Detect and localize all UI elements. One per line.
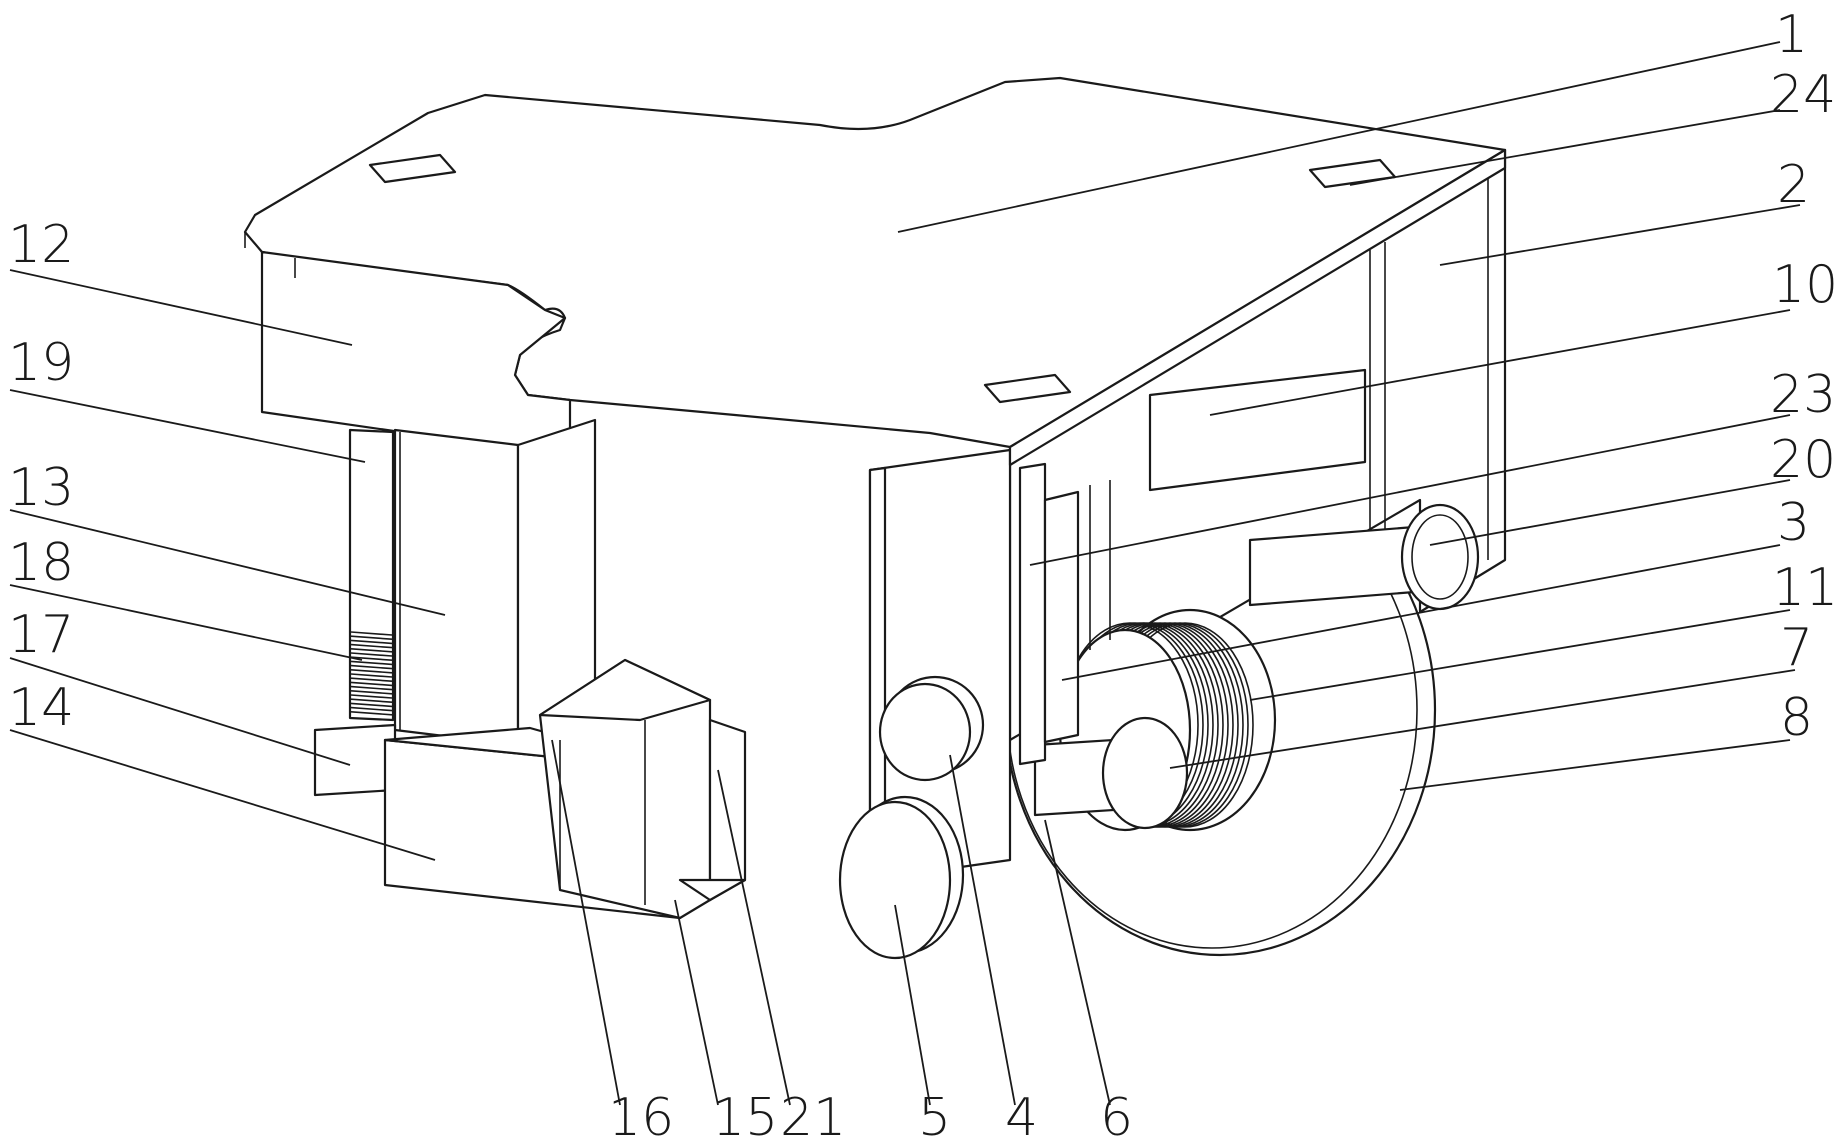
label-24: 24 [1770,65,1836,125]
leader-7 [1169,669,1796,769]
label-19: 19 [8,333,74,393]
leader-19 [9,389,366,463]
leader-4 [949,754,1016,1106]
screw-thread [350,648,393,653]
screw-thread [350,673,393,678]
screw-thread [350,677,393,682]
reference-numerals: 1 24 2 10 23 20 3 11 7 8 12 19 13 18 17 … [8,5,1838,1143]
label-15: 15 [712,1088,778,1143]
screw-thread [350,635,393,640]
label-23: 23 [1770,365,1836,425]
leader-2 [1439,204,1801,266]
slot-part-24c [983,373,1072,404]
leader-3 [1061,544,1781,681]
bracket-block-part-10 [1148,368,1367,492]
screw-thread [350,690,393,695]
screw-thread [350,706,393,712]
screw-thread [350,656,393,661]
screw-thread [350,702,393,708]
leader-15 [674,899,719,1106]
leader-24 [1349,109,1781,186]
leader-23 [1029,414,1791,566]
shaft-part-20 [1248,503,1480,611]
leader-6 [1044,819,1111,1106]
label-16: 16 [608,1088,674,1143]
label-8: 8 [1780,688,1813,748]
leader-10 [1209,309,1791,416]
screw-thread [350,711,393,716]
leader-14 [9,729,436,861]
screw-thread [350,639,393,645]
leader-20 [1429,479,1791,546]
roller-part-5 [838,795,965,960]
label-12: 12 [8,215,74,275]
label-13: 13 [8,458,74,518]
label-21: 21 [780,1088,846,1143]
screw-thread [350,660,393,666]
leader-21 [717,769,791,1106]
leader-17 [9,657,351,766]
screw-thread [350,652,393,657]
leader-13 [9,509,446,616]
screw-thread [350,643,393,649]
tool-holder-part-15 [538,658,747,920]
label-10: 10 [1772,255,1838,315]
lower-shaft-part-6 [1033,716,1189,830]
label-17: 17 [8,605,74,665]
screw-thread [350,664,393,670]
label-5: 5 [918,1088,951,1143]
label-3: 3 [1777,493,1810,553]
screw-thread [350,631,393,636]
screw-thread [350,698,393,703]
top-plate-part-1 [243,76,1507,467]
leader-18 [9,584,363,661]
label-7: 7 [1780,618,1813,678]
leader-5 [894,904,931,1106]
slot-part-24a [368,153,457,184]
leader-16 [551,739,621,1106]
screw-thread [350,681,393,687]
label-1: 1 [1775,5,1808,65]
label-14: 14 [8,678,74,738]
leader-lines [9,41,1801,1106]
label-20: 20 [1770,430,1836,490]
nut-block-part-17 [313,723,397,797]
leader-8 [1399,739,1791,791]
label-4: 4 [1005,1088,1038,1143]
leader-12 [9,269,353,346]
screw-thread [350,669,393,674]
label-18: 18 [8,533,74,593]
screw-rod-part-19 [348,428,395,722]
guide-rail-part-23 [1018,462,1111,766]
leader-1 [897,41,1781,233]
roller-part-4 [878,675,985,782]
label-6: 6 [1100,1088,1133,1143]
column-part-13 [393,418,597,752]
screw-thread [350,685,393,691]
screw-thread [350,694,393,699]
leader-11 [1249,609,1791,701]
label-11: 11 [1772,558,1838,618]
label-2: 2 [1777,155,1810,215]
